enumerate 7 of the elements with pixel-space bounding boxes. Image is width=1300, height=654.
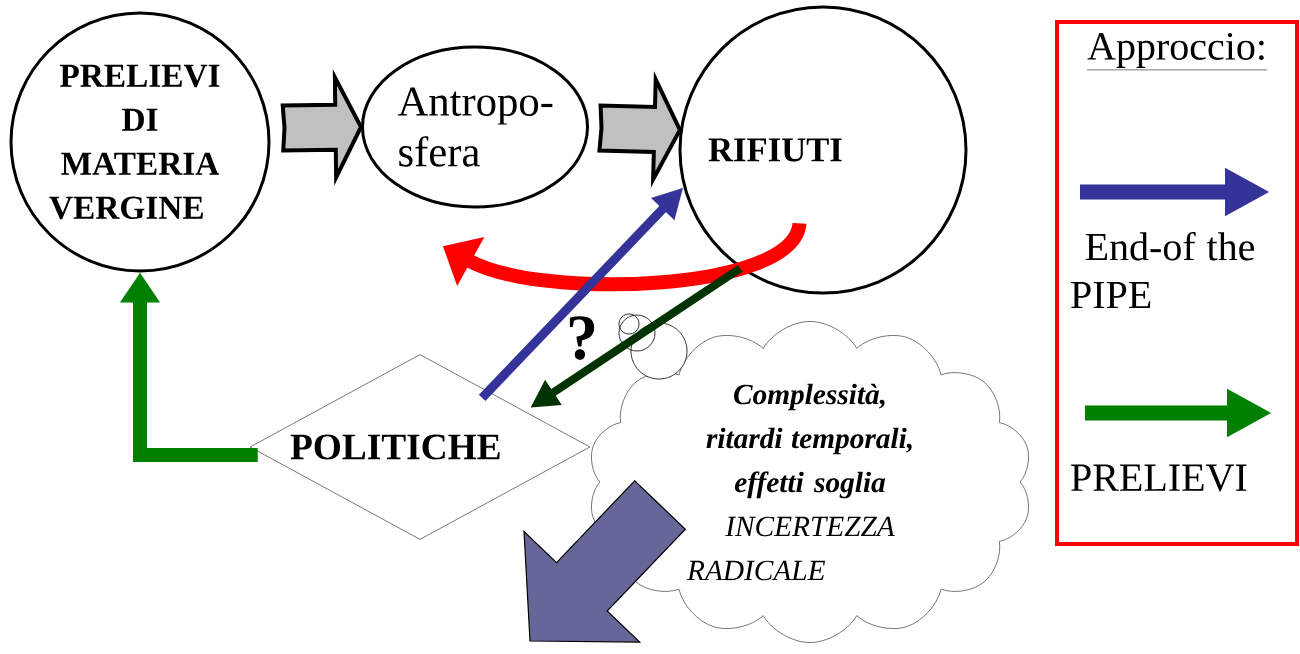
block-arrow — [597, 71, 683, 188]
legend-text: PRELIEVI — [1071, 464, 1247, 492]
legend-text: End-of the PIPE — [1071, 231, 1255, 309]
circle-node: PRELIEVI DI MATERIA VERGINE — [9, 11, 271, 273]
circle-node: RIFIUTI — [678, 5, 968, 295]
ellipse-node: Antropo- sfera — [361, 45, 589, 209]
block-arrow — [280, 69, 364, 186]
